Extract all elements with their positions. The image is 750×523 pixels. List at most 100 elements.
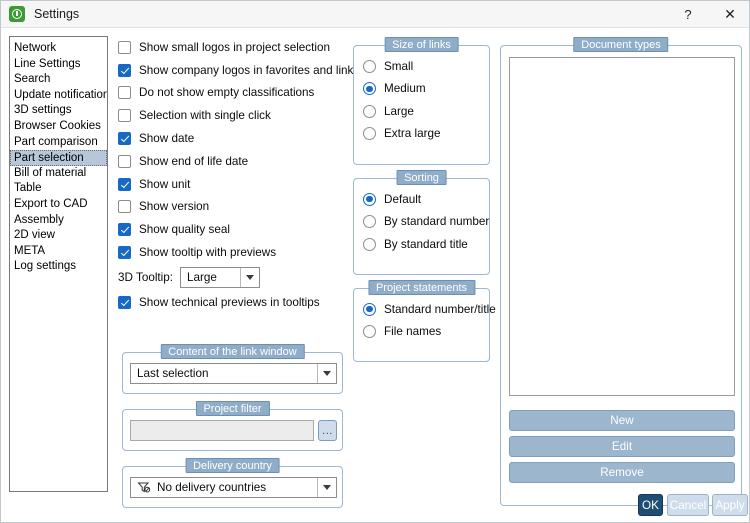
- sidebar-item-2d-view[interactable]: 2D view: [14, 229, 55, 242]
- checkbox-unchecked-icon[interactable]: [118, 40, 131, 54]
- checkbox-checked-icon[interactable]: [118, 223, 131, 237]
- link-window-combo-value: Last selection: [137, 367, 209, 380]
- radio-label: By standard number: [384, 215, 490, 229]
- project-statements-group: Project statements Standard number/title…: [353, 280, 496, 362]
- radio-row[interactable]: Default: [363, 188, 489, 211]
- radio-unselected-icon[interactable]: [363, 237, 376, 251]
- sidebar-item-3d-settings[interactable]: 3D settings: [14, 104, 72, 117]
- sidebar-item-update-notification[interactable]: Update notification: [14, 88, 108, 101]
- country-filter-icon: [137, 481, 151, 494]
- checkbox-label: Show technical previews in tooltips: [139, 295, 320, 309]
- sidebar-item-part-comparison[interactable]: Part comparison: [14, 135, 98, 148]
- radio-selected-icon[interactable]: [363, 82, 376, 96]
- document-types-list[interactable]: [509, 57, 735, 396]
- sidebar-item-browser-cookies[interactable]: Browser Cookies: [14, 119, 101, 132]
- sidebar-item-line-settings[interactable]: Line Settings: [14, 57, 81, 70]
- checkbox-row[interactable]: Show company logos in favorites and link…: [118, 59, 359, 82]
- radio-unselected-icon[interactable]: [363, 215, 376, 229]
- checkbox-row[interactable]: Show small logos in project selection: [118, 36, 346, 59]
- window-title: Settings: [34, 7, 80, 21]
- radio-row[interactable]: Standard number/title: [363, 298, 496, 321]
- cancel-button[interactable]: Cancel: [667, 494, 709, 516]
- radio-row[interactable]: Medium: [363, 78, 441, 101]
- delivery-country-combo[interactable]: No delivery countries: [130, 477, 337, 498]
- sidebar-item-table[interactable]: Table: [14, 182, 42, 195]
- radio-selected-icon[interactable]: [363, 302, 376, 316]
- checkbox-row[interactable]: Show end of life date: [118, 150, 346, 173]
- checkbox-label: Selection with single click: [139, 109, 271, 123]
- radio-unselected-icon[interactable]: [363, 59, 376, 73]
- tooltip-3d-row: 3D Tooltip:Large: [118, 265, 346, 291]
- ok-button[interactable]: OK: [638, 494, 663, 516]
- sidebar-item-assembly[interactable]: Assembly: [14, 213, 64, 226]
- sidebar-item-log-settings[interactable]: Log settings: [14, 260, 77, 273]
- checkbox-checked-icon[interactable]: [118, 132, 131, 146]
- tooltip-3d-value: Large: [187, 271, 217, 285]
- sidebar-item-meta[interactable]: META: [14, 244, 46, 257]
- sidebar-item-search[interactable]: Search: [14, 73, 51, 86]
- checkbox-label: Show date: [139, 132, 195, 146]
- link-window-combo[interactable]: Last selection: [130, 363, 337, 384]
- checkbox-checked-icon[interactable]: [118, 63, 131, 77]
- sidebar-item-bill-of-material[interactable]: Bill of material: [14, 166, 87, 179]
- radio-label: File names: [384, 325, 442, 339]
- checkbox-row[interactable]: Show technical previews in tooltips: [118, 291, 346, 314]
- sorting-radios[interactable]: Default By standard number By standard tit…: [363, 188, 489, 256]
- project-filter-group-title: Project filter: [195, 401, 270, 416]
- radio-row[interactable]: Extra large: [363, 123, 441, 146]
- radio-unselected-icon[interactable]: [363, 127, 376, 141]
- remove-button[interactable]: Remove: [509, 462, 735, 483]
- checkbox-checked-icon[interactable]: [118, 177, 131, 191]
- edit-button[interactable]: Edit: [509, 436, 735, 457]
- checkbox-row[interactable]: Selection with single click: [118, 104, 346, 127]
- checkbox-unchecked-icon[interactable]: [118, 109, 131, 123]
- sorting-group: Sorting Default By standard number By stan…: [353, 170, 490, 275]
- checkbox-unchecked-icon[interactable]: [118, 154, 131, 168]
- close-icon[interactable]: ✕: [724, 5, 736, 22]
- checkbox-checked-icon[interactable]: [118, 295, 131, 309]
- sidebar-item-network[interactable]: Network: [14, 42, 57, 54]
- chevron-down-icon[interactable]: [240, 268, 259, 288]
- checkbox-checked-icon[interactable]: [118, 246, 131, 260]
- radio-unselected-icon[interactable]: [363, 104, 376, 118]
- radio-row[interactable]: Small: [363, 55, 441, 78]
- sidebar-item-part-selection[interactable]: Part selection: [10, 150, 107, 166]
- project-filter-input[interactable]: [130, 420, 314, 441]
- document-types-group-title: Document types: [573, 37, 669, 52]
- tooltip-3d-combo[interactable]: Large: [180, 267, 261, 289]
- checkbox-label: Do not show empty classifications: [139, 86, 315, 100]
- radio-row[interactable]: By standard number: [363, 211, 489, 234]
- document-types-group: Document types New Edit Remove: [500, 37, 742, 506]
- checkbox-row[interactable]: Show unit: [118, 173, 346, 196]
- new-button[interactable]: New: [509, 410, 735, 431]
- radio-label: Medium: [384, 82, 426, 96]
- checkbox-row[interactable]: Do not show empty classifications: [118, 82, 346, 105]
- radio-label: Default: [384, 192, 422, 206]
- link-window-group-title: Content of the link window: [160, 344, 305, 359]
- sidebar-item-export-to-cad[interactable]: Export to CAD: [14, 197, 88, 210]
- chevron-down-icon[interactable]: [317, 364, 336, 383]
- checkbox-label: Show quality seal: [139, 223, 230, 237]
- radio-row[interactable]: By standard title: [363, 233, 489, 256]
- checkbox-row[interactable]: Show date: [118, 127, 346, 150]
- chevron-down-icon[interactable]: [317, 478, 336, 497]
- radio-label: Standard number/title: [384, 302, 496, 316]
- radio-selected-icon[interactable]: [363, 192, 376, 206]
- radio-row[interactable]: File names: [363, 321, 496, 344]
- checkbox-row[interactable]: Show version: [118, 196, 346, 219]
- project-filter-browse-button[interactable]: ...: [318, 420, 337, 441]
- sorting-group-title: Sorting: [396, 170, 447, 185]
- help-icon[interactable]: ?: [684, 6, 692, 22]
- radio-unselected-icon[interactable]: [363, 325, 376, 339]
- apply-button[interactable]: Apply: [712, 494, 748, 516]
- checkbox-unchecked-icon[interactable]: [118, 200, 131, 214]
- checkbox-row[interactable]: Show quality seal: [118, 218, 346, 241]
- checkbox-row[interactable]: Show tooltip with previews: [118, 241, 346, 264]
- checkbox-unchecked-icon[interactable]: [118, 86, 131, 100]
- radio-row[interactable]: Large: [363, 100, 441, 123]
- checkbox-label: Show company logos in favorites and link…: [139, 63, 360, 77]
